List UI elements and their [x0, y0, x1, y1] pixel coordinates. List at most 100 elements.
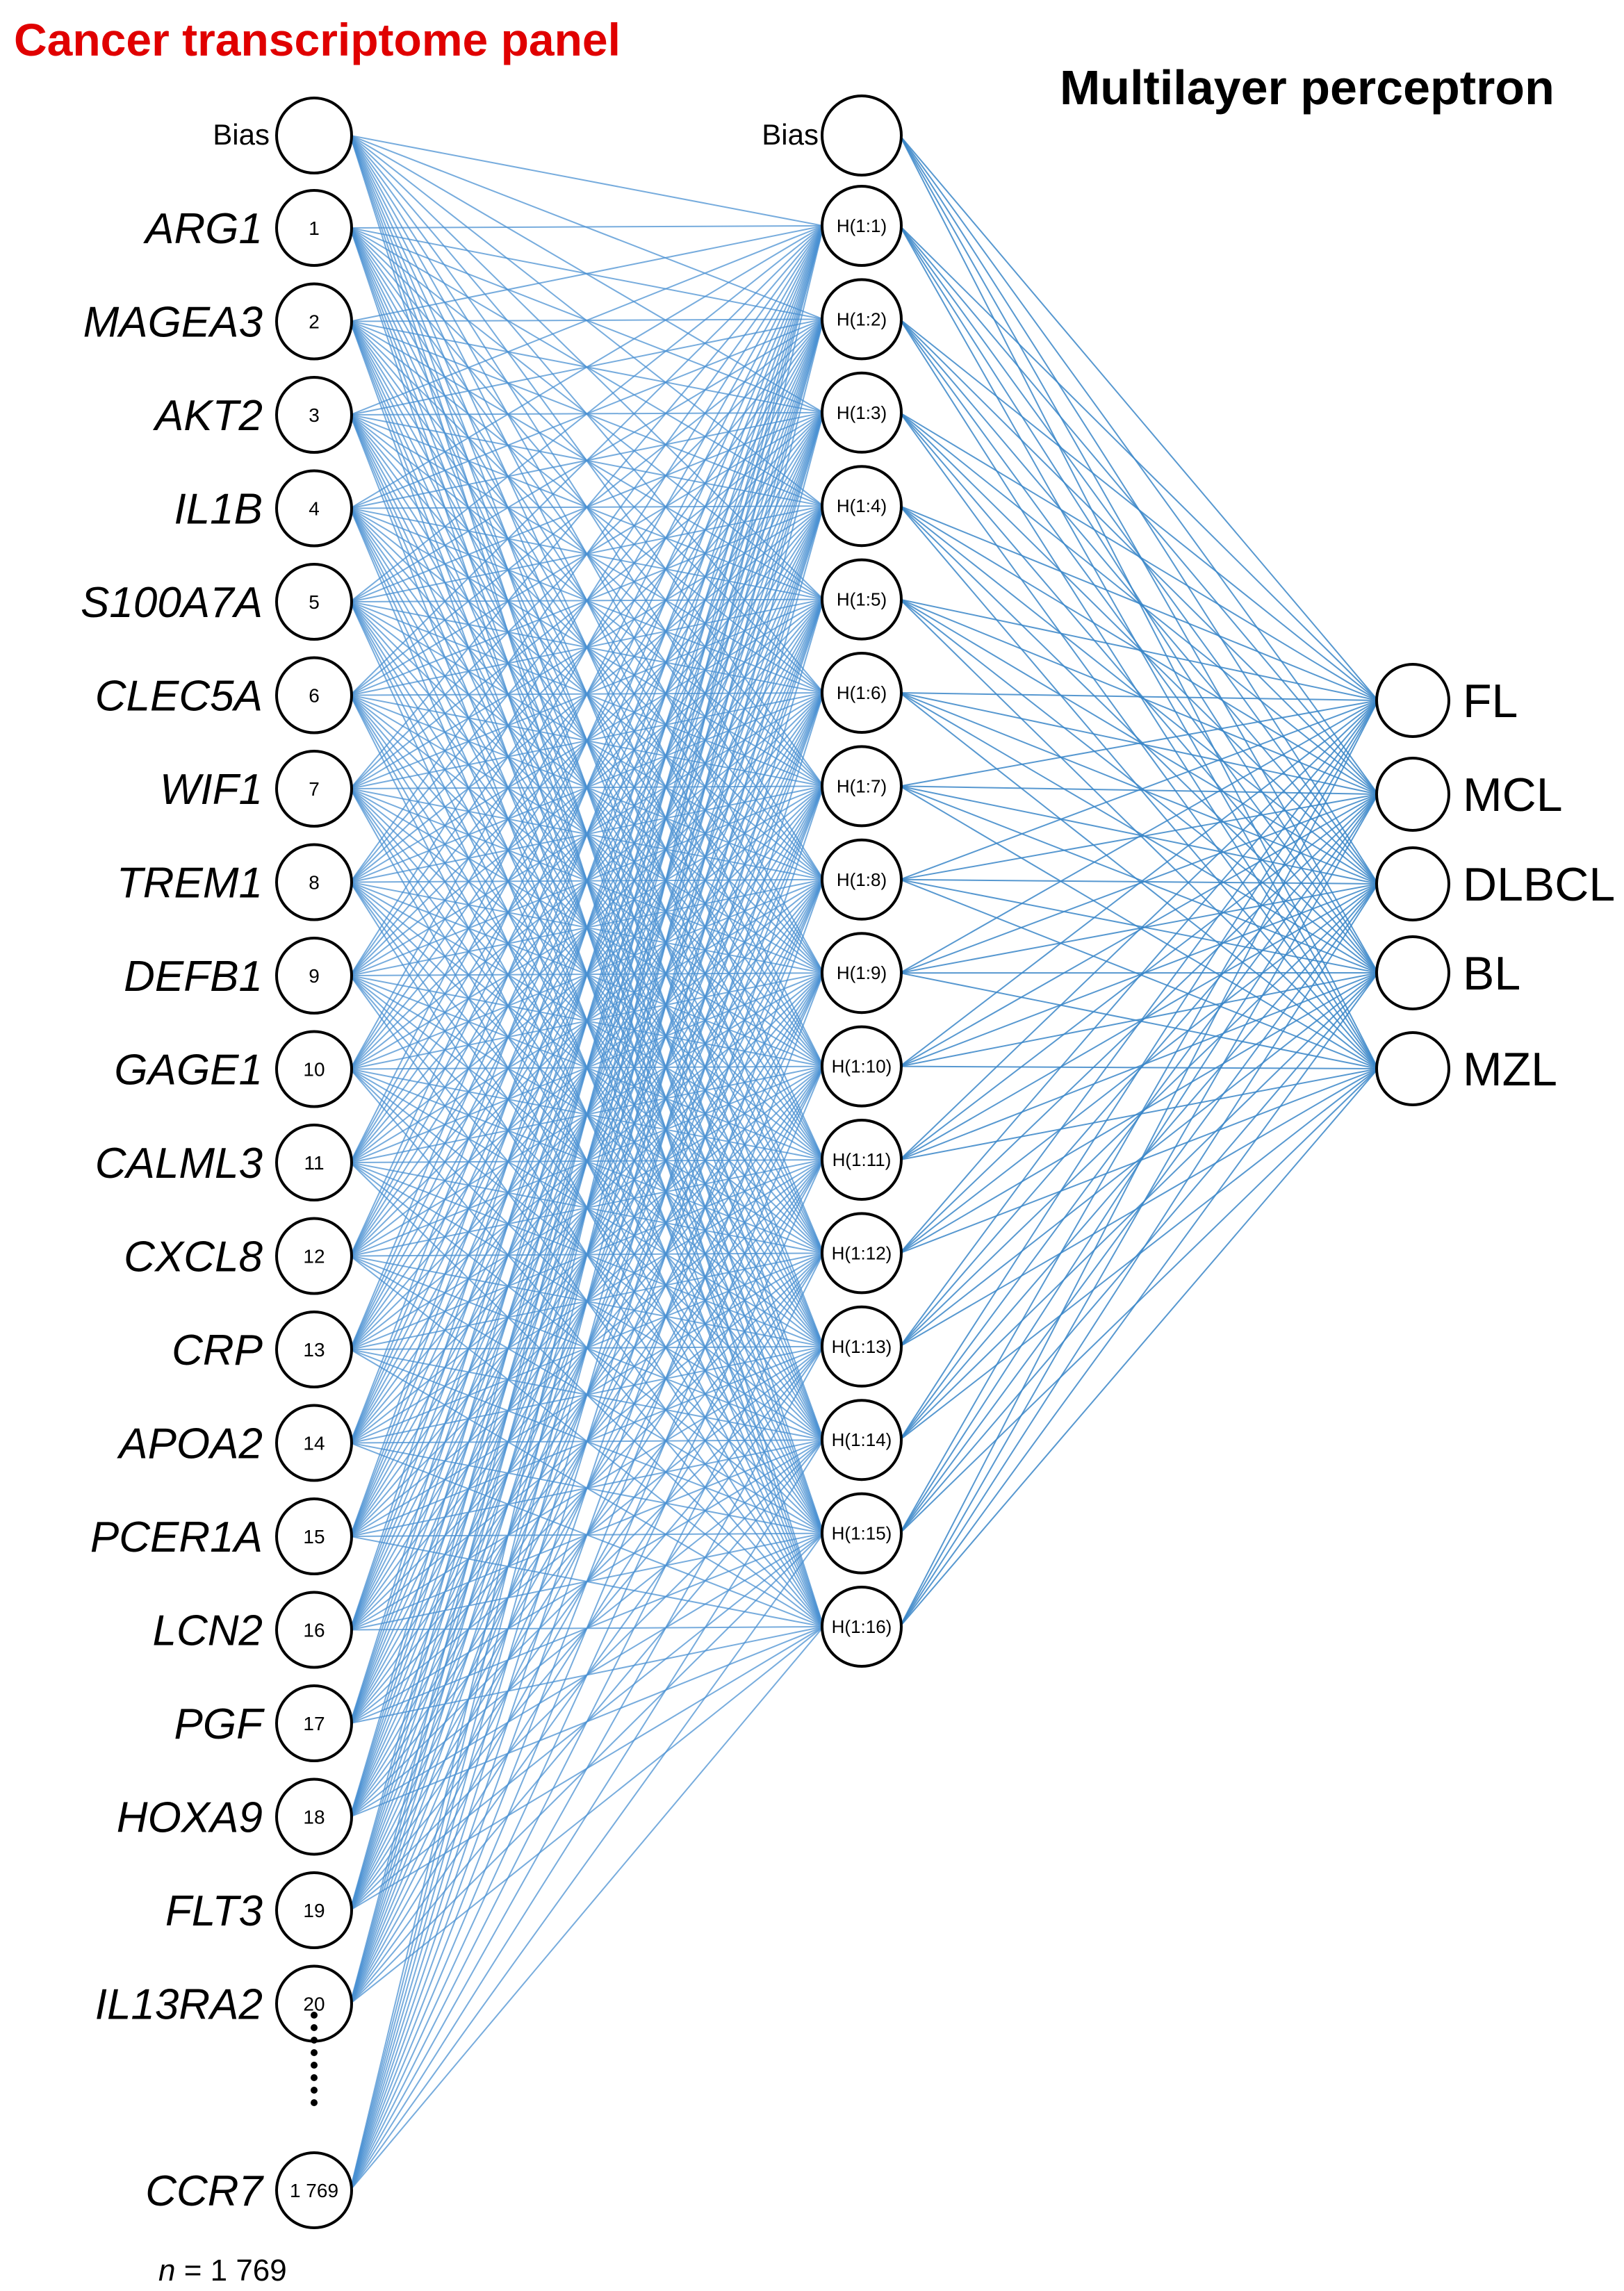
hidden-node-12: [821, 1212, 903, 1295]
gene-label: FLT3: [165, 1887, 263, 1935]
ellipsis-dot: [311, 2037, 318, 2044]
edge-hid15-out4: [899, 972, 1379, 1534]
gene-label: AKT2: [152, 392, 263, 440]
edge-in21-hid4: [350, 505, 824, 2191]
edge-hid9-out5: [899, 972, 1379, 1069]
edge-hid4-out5: [899, 505, 1379, 1069]
edge-in19-hid1: [350, 225, 824, 1911]
edge-hid16-out2: [899, 794, 1379, 1627]
edge-in1-hid1: [350, 225, 824, 229]
edge-hid1-out4: [899, 225, 1379, 974]
edge-in21-hid11: [350, 1159, 824, 2191]
input-node-3: [275, 376, 353, 454]
hidden-node-8: [821, 838, 903, 921]
edge-in4-hid1: [350, 225, 824, 509]
edge-hid0-out2: [899, 135, 1379, 795]
edge-in16-hid1: [350, 225, 824, 1630]
output-node-fl: [1375, 663, 1450, 738]
hidden-node-10: [821, 1025, 903, 1108]
input-index: 14: [303, 1433, 325, 1454]
hidden-node-label: H(1:9): [837, 962, 887, 983]
edge-hid3-out1: [899, 411, 1379, 701]
edge-in2-hid1: [350, 225, 824, 322]
input-index: 3: [309, 404, 320, 426]
edge-in20-hid2: [350, 319, 824, 2004]
edge-in21-hid9: [350, 972, 824, 2191]
edge-hid1-out1: [899, 225, 1379, 701]
hidden-node-label: H(1:4): [837, 495, 887, 516]
gene-label: CLEC5A: [95, 673, 263, 721]
edge-hid5-out1: [899, 598, 1379, 701]
gene-label: IL1B: [174, 486, 263, 534]
edge-hid11-out1: [899, 700, 1379, 1160]
edge-hid1-out3: [899, 225, 1379, 885]
edge-hid15-out1: [899, 700, 1379, 1534]
edge-in21-hid2: [350, 319, 824, 2191]
edge-hid9-out3: [899, 883, 1379, 974]
input-node-1: [275, 189, 353, 267]
gene-label: IL13RA2: [95, 1981, 263, 2029]
connections: [350, 135, 1379, 2191]
hidden-node-9: [821, 932, 903, 1015]
input-index: 1: [309, 217, 320, 239]
edge-hid16-out4: [899, 972, 1379, 1627]
edge-hid3-out4: [899, 412, 1379, 974]
edge-hid7-out4: [899, 785, 1379, 974]
panel-title: Cancer transcriptome panel: [14, 14, 621, 65]
input-bias: [275, 97, 353, 174]
hidden-node-1: [821, 185, 903, 267]
hidden-node-5: [821, 558, 903, 641]
input-index: 13: [303, 1339, 325, 1361]
edge-in13-hid1: [350, 225, 824, 1350]
edge-hid8-out5: [899, 878, 1379, 1069]
input-node-5: [275, 563, 353, 641]
edge-hid16-out1: [899, 700, 1379, 1627]
input-node-2: [275, 282, 353, 361]
input-node-13: [275, 1311, 353, 1388]
gene-label: LCN2: [152, 1607, 263, 1655]
input-index: 4: [309, 498, 320, 520]
edge-hid2-out4: [899, 318, 1379, 974]
hidden-node-13: [821, 1305, 903, 1388]
edge-in21-hid7: [350, 786, 824, 2191]
input-node-last: [275, 2151, 353, 2229]
ellipsis-dot: [311, 2049, 318, 2056]
hidden-node-label: H(1:15): [832, 1523, 892, 1544]
edge-hid6-out1: [899, 692, 1379, 701]
edge-in20-hid1: [350, 225, 824, 2004]
edge-hid10-out5: [899, 1065, 1379, 1069]
hidden-node-6: [821, 652, 903, 734]
output-node-mzl: [1375, 1031, 1450, 1106]
gene-label: WIF1: [160, 766, 263, 814]
input-index: 16: [303, 1620, 325, 1641]
hidden-node-14: [821, 1399, 903, 1481]
output-node-mcl: [1375, 757, 1450, 832]
edge-hid11-out4: [899, 972, 1379, 1160]
edge-hid4-out1: [899, 505, 1379, 701]
ellipsis-dot: [311, 2024, 318, 2031]
input-bias-label: Bias: [213, 118, 270, 151]
input-index: 2: [309, 311, 320, 333]
input-node-7: [275, 750, 353, 828]
output-node-dlbcl: [1375, 846, 1450, 921]
input-index: 17: [303, 1713, 325, 1734]
edge-hid8-out4: [899, 878, 1379, 974]
input-node-17: [275, 1684, 353, 1762]
hidden-node-3: [821, 371, 903, 454]
edge-in21-hid14: [350, 1439, 824, 2191]
edge-in21-hid12: [350, 1252, 824, 2191]
edge-in15-hid1: [350, 225, 824, 1537]
hidden-node-2: [821, 278, 903, 361]
input-index: 7: [309, 778, 320, 800]
input-node-14: [275, 1404, 353, 1482]
edge-in12-hid1: [350, 225, 824, 1256]
hidden-bias-label: Bias: [762, 118, 819, 151]
edge-in6-hid1: [350, 225, 824, 696]
edge-in8-hid1: [350, 225, 824, 883]
edge-hid2-out1: [899, 318, 1379, 701]
edge-hid4-out4: [899, 505, 1379, 974]
output-label: MZL: [1463, 1043, 1557, 1096]
edge-hid7-out3: [899, 785, 1379, 885]
output-label: BL: [1463, 947, 1520, 1000]
edge-in21-hid13: [350, 1346, 824, 2191]
